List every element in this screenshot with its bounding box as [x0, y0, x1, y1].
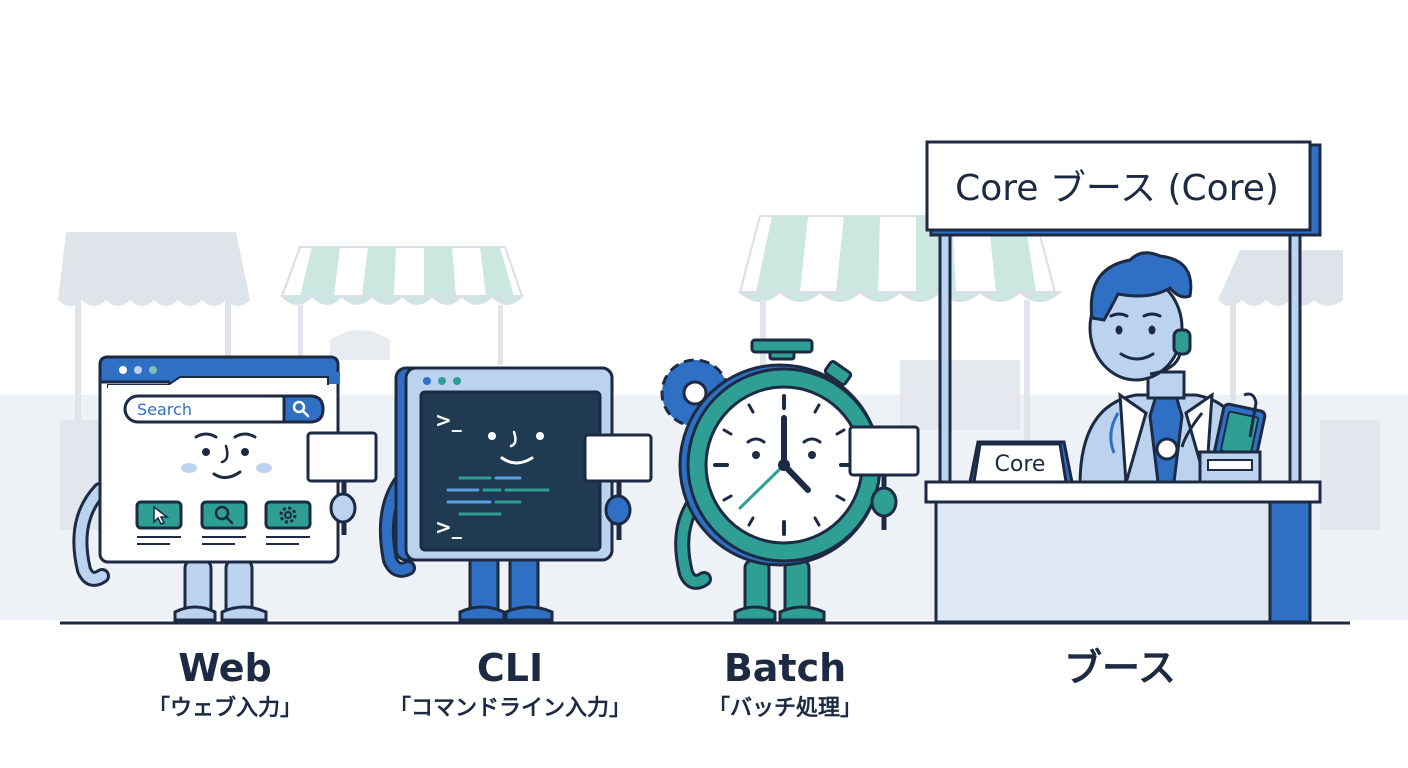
cli-character: >_ >_	[378, 366, 653, 622]
booth-sign	[925, 140, 1312, 232]
booth-sign-label: Core ブース (Core)	[955, 168, 1279, 209]
cli-caption: CLI	[476, 646, 544, 690]
gear-icon	[279, 506, 297, 524]
search-button[interactable]	[200, 500, 248, 530]
clock-ticks	[713, 394, 855, 536]
web-caption-block: Web 「ウェブ入力」	[100, 646, 350, 724]
booth-caption-block: ブース	[1000, 646, 1240, 690]
batch-blank-sign	[848, 425, 920, 477]
cli-caption-block: CLI 「コマンドライン入力」	[360, 646, 660, 724]
web-search-bar[interactable]: Search	[123, 394, 325, 424]
counter-sign: Core	[968, 440, 1074, 484]
search-icon	[214, 505, 234, 525]
cli-code-lines	[446, 476, 550, 516]
cursor-icon	[153, 505, 170, 525]
web-blank-sign	[306, 431, 378, 483]
booth-caption: ブース	[1063, 646, 1177, 690]
cli-prompt-bottom: >_	[435, 515, 462, 539]
cursor-button[interactable]	[135, 500, 183, 530]
batch-caption: Batch	[723, 646, 847, 690]
search-icon	[292, 400, 310, 418]
cli-prompt-top: >_	[435, 408, 462, 432]
search-placeholder: Search	[137, 400, 192, 419]
headset-icon	[1149, 328, 1192, 376]
counter-sign-label: Core	[995, 452, 1046, 477]
batch-caption-block: Batch 「バッチ処理」	[670, 646, 900, 724]
batch-subcaption: 「バッチ処理」	[707, 696, 862, 721]
batch-face	[746, 437, 822, 459]
settings-button[interactable]	[264, 500, 312, 530]
web-subcaption: 「ウェブ入力」	[147, 696, 302, 721]
web-character: Search	[72, 355, 378, 622]
cli-face	[488, 430, 544, 465]
cli-blank-sign	[583, 433, 653, 483]
web-caption: Web	[178, 646, 272, 690]
web-face	[181, 432, 272, 479]
batch-character	[660, 338, 920, 622]
core-booth: Core ブース (Core)	[924, 140, 1322, 624]
tablet-icon	[1198, 392, 1267, 484]
booth-counter-top	[924, 480, 1322, 504]
cli-subcaption: 「コマンドライン入力」	[388, 696, 631, 721]
